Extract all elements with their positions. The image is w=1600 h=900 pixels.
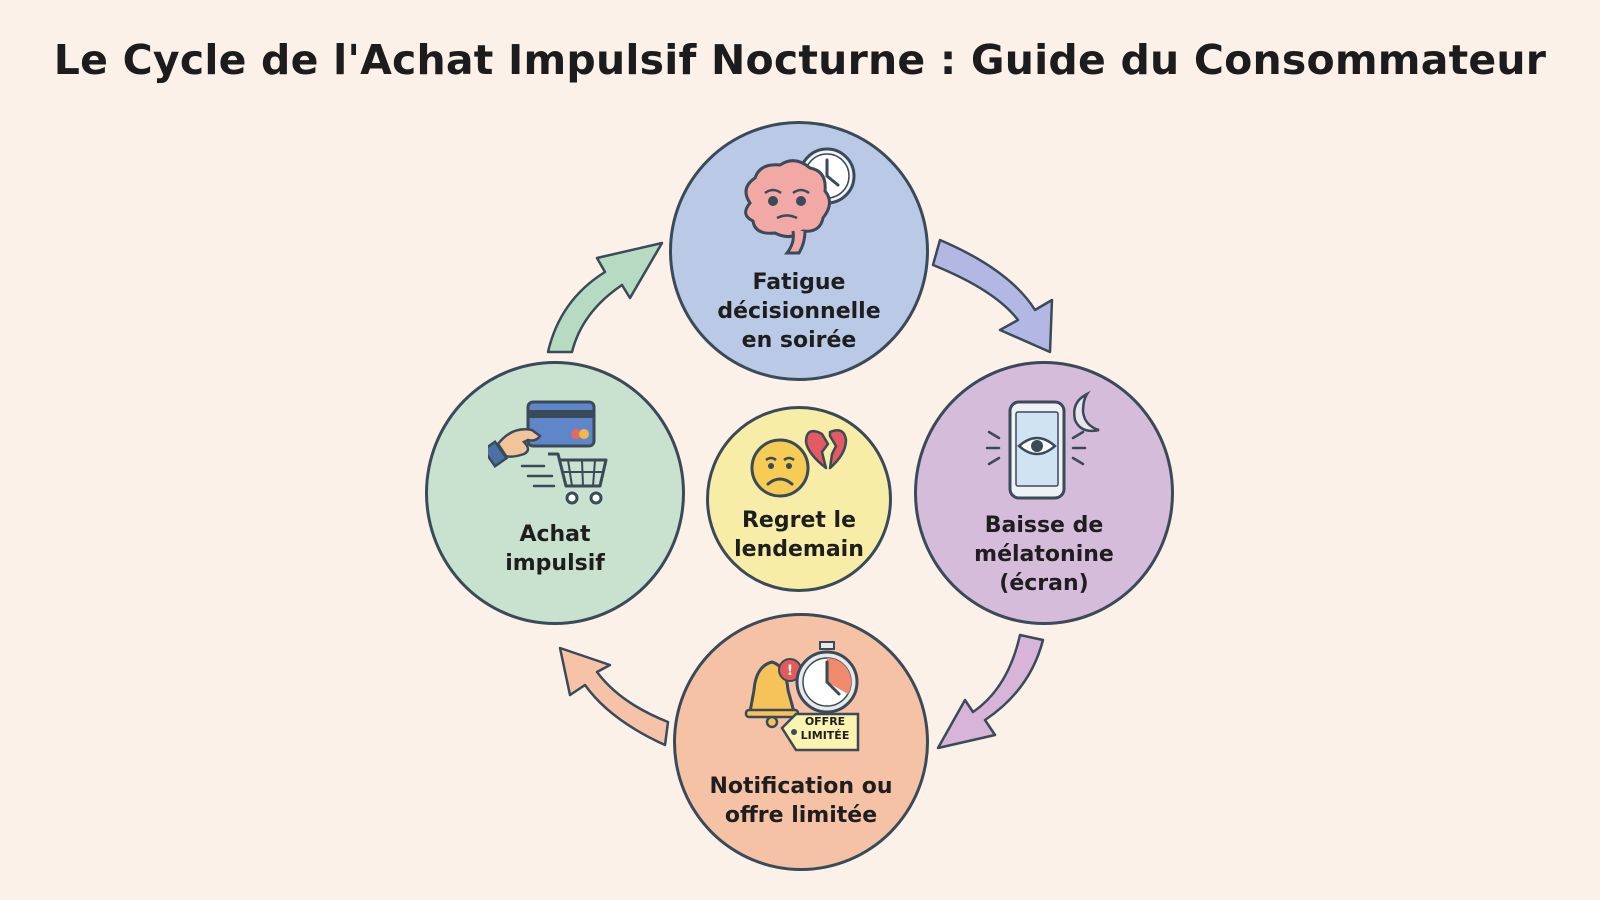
sad-face-broken-heart-icon (750, 429, 848, 498)
bell-stopwatch-tag-icon: ! (744, 641, 860, 752)
svg-text:!: ! (787, 663, 793, 679)
card-cart-icon (488, 400, 608, 505)
node-notification-label: Notification ou offre limitée (709, 774, 893, 828)
node-melatonine-label: Baisse de mélatonine (écran) (974, 513, 1114, 596)
arrow-achat-to-fatigue (546, 241, 664, 354)
tired-brain-clock-icon (744, 147, 856, 255)
offer-tag-text: OFFRE LIMITÉE (800, 715, 850, 742)
page-title: Le Cycle de l'Achat Impulsif Nocturne : … (53, 36, 1547, 84)
arrow-melatonine-to-notification (936, 633, 1045, 750)
node-fatigue-label: Fatigue décisionnelle en soirée (717, 270, 881, 353)
arrow-fatigue-to-melatonine (931, 238, 1054, 354)
node-regret-label: Regret le lendemain (734, 508, 864, 562)
arrow-notification-to-achat (558, 646, 670, 747)
node-regret (706, 406, 892, 592)
node-achat-label: Achat impulsif (505, 522, 605, 576)
smartphone-eye-moon-icon (985, 390, 1100, 500)
